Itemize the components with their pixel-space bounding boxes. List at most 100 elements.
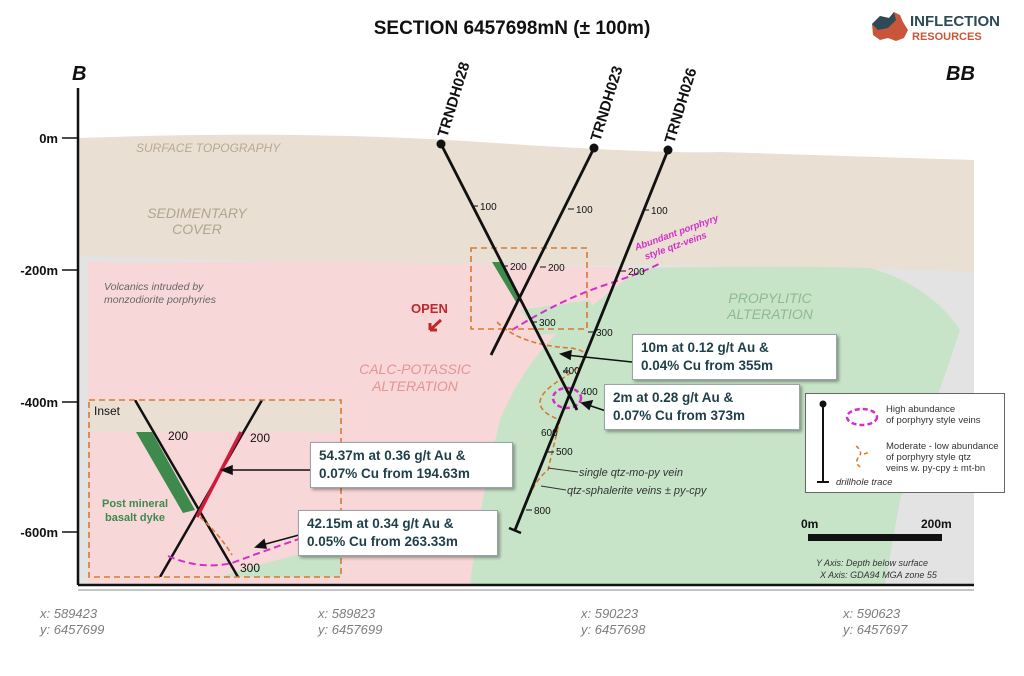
coord-4-x: x: 590623 <box>843 606 901 621</box>
orange-vein-trace <box>496 321 587 501</box>
scale-end: 200m <box>921 517 952 531</box>
label-023-600: 600 <box>541 428 558 439</box>
legend-high-abundance-icon <box>845 407 879 427</box>
drillhole-trace-trndh023 <box>489 147 596 356</box>
dyke-label-2: basalt dyke <box>105 512 165 524</box>
coord-4-y: y: 6457697 <box>843 622 908 637</box>
inset-hole-a <box>133 400 240 577</box>
callout-4-line-1: 42.15m at 0.34 g/t Au & <box>307 516 454 531</box>
page-title: SECTION 6457698mN (± 100m) <box>374 18 651 39</box>
label-026-200: 200 <box>628 267 645 278</box>
volcanics-label-2: monzodiorite porphyries <box>104 294 217 306</box>
single-vein-label: single qtz-mo-py vein <box>579 467 683 479</box>
callout-2-line-2: 0.07% Cu from 373m <box>613 408 746 423</box>
legend-mod-2: of porphyry style qtz <box>886 452 972 463</box>
assay-callout-3: 54.37m at 0.36 g/t Au & 0.07% Cu from 19… <box>310 442 513 488</box>
callout-3-line-2: 0.07% Cu from 194.63m <box>319 466 470 481</box>
legend-moderate-abundance-icon <box>855 445 871 469</box>
x-axis-note: X Axis: GDA94 MGA zone 55 <box>819 570 938 580</box>
inset-label-200a: 200 <box>168 429 188 443</box>
sedimentary-cover <box>78 134 974 272</box>
green-dyke-main <box>492 262 522 302</box>
coord-4: x: 590623 y: 6457697 <box>843 606 907 638</box>
single-vein-leader <box>547 467 579 473</box>
label-026-100: 100 <box>651 206 668 217</box>
volcanics-label-1: Volcanics intruded by <box>104 281 204 293</box>
legend-high-2: of porphyry style veins <box>886 415 981 426</box>
sphalerite-label: qtz-sphalerite veins ± py-cpy <box>567 485 708 497</box>
drillhole-end-cap <box>508 526 522 535</box>
inset-location-box <box>470 247 588 330</box>
collar-trndh026 <box>663 145 673 155</box>
label-023-400: 400 <box>581 387 598 398</box>
inset-frame <box>88 399 342 578</box>
scale-bar <box>808 534 942 541</box>
coord-1-x: x: 589423 <box>40 606 98 621</box>
assay-callout-2: 2m at 0.28 g/t Au & 0.07% Cu from 373m <box>604 384 800 430</box>
legend-high-1: High abundance <box>886 404 956 415</box>
section-end-right: BB <box>946 63 975 85</box>
sedimentary-label-1: SEDIMENTARY <box>147 205 248 221</box>
callout-3-line-1: 54.37m at 0.36 g/t Au & <box>319 448 466 463</box>
callout-4-line-2: 0.05% Cu from 263.33m <box>307 534 458 549</box>
callout-2-line-1: 2m at 0.28 g/t Au & <box>613 390 734 405</box>
coord-3-y: y: 6457698 <box>581 622 646 637</box>
label-028-200: 200 <box>510 262 527 273</box>
depth-label: -400m <box>20 395 58 410</box>
collar-trndh023 <box>589 143 599 153</box>
label-026-400: 400 <box>563 366 580 377</box>
propylitic-label-1: PROPYLITIC <box>728 290 812 306</box>
depth-label: -600m <box>20 525 58 540</box>
inset-magenta-vein <box>167 531 321 567</box>
coord-1-y: y: 6457699 <box>40 622 105 637</box>
label-026-300: 300 <box>596 328 613 339</box>
section-end-left: B <box>72 63 86 85</box>
label-023-200: 200 <box>548 263 565 274</box>
legend-mod-1: Moderate - low abundance <box>886 441 999 452</box>
calc-potassic-label-2: ALTERATION <box>371 378 459 394</box>
coord-3: x: 590223 y: 6457698 <box>581 606 645 638</box>
inset-dyke <box>136 432 195 513</box>
coord-3-x: x: 590223 <box>581 606 639 621</box>
legend: High abundance of porphyry style veins M… <box>805 393 1005 493</box>
label-023-100: 100 <box>576 205 593 216</box>
inset-title: Inset <box>94 404 121 418</box>
legend-drill: drillhole trace <box>836 477 893 488</box>
drillhole-label-trndh026: TRNDH026 <box>662 66 701 145</box>
depth-label: -200m <box>20 263 58 278</box>
y-axis-note: Y Axis: Depth below surface <box>816 558 928 568</box>
inset-label-300: 300 <box>240 561 260 575</box>
inset-sediment <box>89 400 341 432</box>
label-028-100: 100 <box>480 202 497 213</box>
callout-arrows <box>219 349 633 549</box>
coord-2-x: x: 589823 <box>318 606 376 621</box>
coord-2: x: 589823 y: 6457699 <box>318 606 382 638</box>
coord-1: x: 589423 y: 6457699 <box>40 606 104 638</box>
logo-text-2: RESOURCES <box>912 31 982 43</box>
logo-text-1: INFLECTION <box>910 13 1000 30</box>
coord-2-y: y: 6457699 <box>318 622 383 637</box>
calc-potassic-label-1: CALC-POTASSIC <box>359 361 472 377</box>
label-026-500: 500 <box>556 447 573 458</box>
drillhole-label-trndh028: TRNDH028 <box>435 60 474 139</box>
company-logo: INFLECTION RESOURCES <box>872 12 1000 43</box>
legend-symbols <box>817 400 879 483</box>
callout-1-line-1: 10m at 0.12 g/t Au & <box>641 340 769 355</box>
magenta-vein-trace <box>511 261 663 331</box>
collar-trndh028 <box>436 139 446 149</box>
callout-1-line-2: 0.04% Cu from 355m <box>641 358 774 373</box>
drillhole-trace-trndh026 <box>513 149 670 531</box>
surface-topography-label: SURFACE TOPOGRAPHY <box>136 141 281 155</box>
inset-label-200b: 200 <box>250 431 270 445</box>
propylitic-label-2: ALTERATION <box>726 306 814 322</box>
sphalerite-leader <box>540 485 567 491</box>
legend-mod-3: veins w. py-cpy ± mt-bn <box>886 463 986 474</box>
scale-start: 0m <box>801 517 818 531</box>
open-label: OPEN <box>411 301 448 316</box>
inset-orange-vein <box>199 516 233 556</box>
label-028-300: 300 <box>539 318 556 329</box>
label-026-800: 800 <box>534 506 551 517</box>
drillhole-trace-trndh028 <box>439 143 579 411</box>
assay-callout-1: 10m at 0.12 g/t Au & 0.04% Cu from 355m <box>632 334 837 380</box>
